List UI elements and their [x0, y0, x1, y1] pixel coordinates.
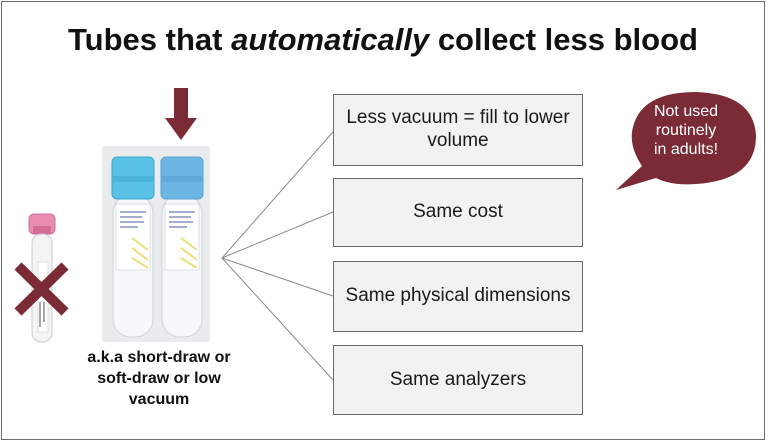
connector-line: [221, 211, 334, 259]
connector-lines: [221, 131, 334, 381]
right-tube: [160, 156, 204, 338]
info-box-label: Same physical dimensions: [345, 285, 571, 307]
x-mark-icon: [14, 262, 69, 316]
connector-line: [221, 257, 334, 297]
info-box-cost: Same cost: [333, 178, 583, 247]
info-box-label: Less vacuum = fill to lower volume: [346, 107, 570, 151]
slide-title: Tubes that automatically collect less bl…: [2, 22, 764, 58]
title-suffix: collect less blood: [429, 22, 698, 57]
connector-line: [221, 131, 334, 259]
title-prefix: Tubes that: [68, 22, 232, 57]
info-box-analyzers: Same analyzers: [333, 345, 583, 415]
info-box-dimensions: Same physical dimensions: [333, 261, 583, 332]
info-box-label: Same analyzers: [389, 368, 527, 390]
title-emphasis: automatically: [231, 22, 430, 57]
down-arrow-icon: [165, 88, 197, 140]
bubble-text: Not used routinely in adults!: [653, 103, 719, 159]
connector-line: [221, 257, 334, 381]
tube-caption: a.k.a short-draw or soft-draw or low vac…: [87, 349, 231, 408]
left-tube: [111, 156, 155, 338]
speech-bubble-icon: [616, 92, 756, 190]
info-box-vacuum: Less vacuum = fill to lower volume: [333, 94, 583, 166]
info-box-label: Same cost: [413, 201, 503, 223]
